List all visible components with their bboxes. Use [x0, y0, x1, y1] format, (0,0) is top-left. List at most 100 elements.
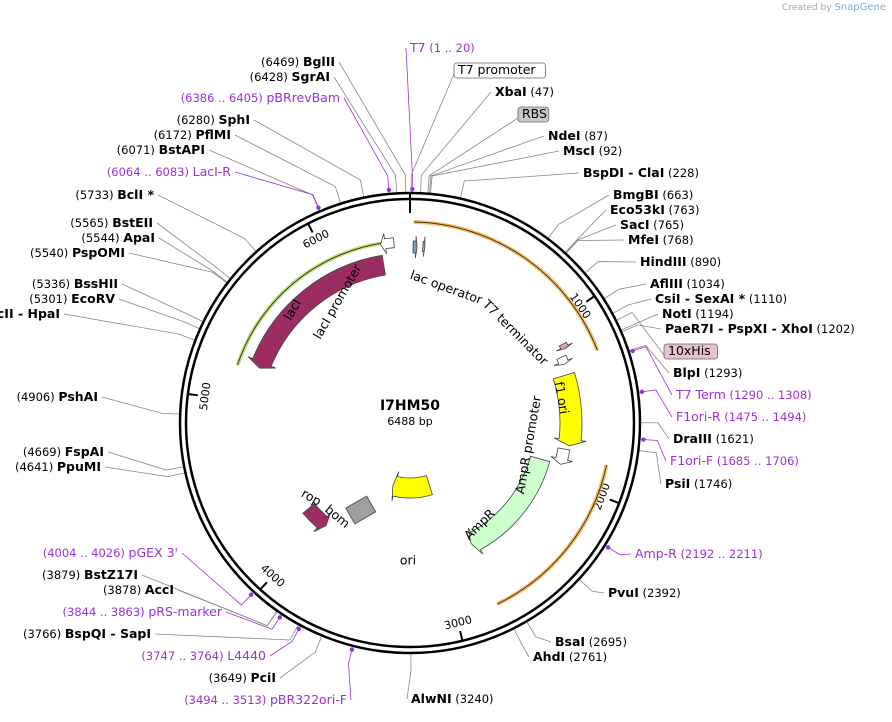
primer-laci-r[interactable]: (6064 .. 6083) LacI-R	[107, 164, 231, 179]
site-apai[interactable]: (5544) ApaI	[81, 230, 155, 245]
site-name: PpuMI	[57, 459, 101, 474]
site-bspqi-sapi[interactable]: (3766) BspQI - SapI	[23, 626, 151, 641]
site-label: CsiI - SexAI * (1110)	[655, 291, 787, 306]
boxed-label-t7-promoter[interactable]: T7 promoter	[453, 62, 546, 79]
feature-label-bom: bom	[322, 502, 353, 531]
site-position: (2761)	[565, 650, 607, 664]
primer-range: (3844 .. 3863)	[63, 605, 149, 619]
site-bsteii[interactable]: (5565) BstEII	[70, 215, 153, 230]
primer-pbr322ori-f[interactable]: (3494 .. 3513) pBR322ori-F	[184, 692, 347, 707]
site-labels[interactable]: (6469) BglII(6428) SgrAI (6280) SphI(6172…	[0, 40, 855, 707]
site-label: (3878) AccI	[103, 582, 174, 597]
site-bglii[interactable]: (6469) BglII	[261, 54, 335, 69]
site-bstapi[interactable]: (6071) BstAPI	[117, 142, 205, 157]
site-label: (5565) BstEII	[70, 215, 153, 230]
primer-marker	[630, 348, 635, 354]
site-position: (763)	[665, 203, 700, 217]
site-eco53ki[interactable]: Eco53kI (763)	[610, 202, 700, 217]
site-sphi[interactable]: (6280) SphI	[177, 112, 250, 127]
site-label: NdeI (87)	[548, 128, 608, 143]
site-hincii-hpai[interactable]: (5245) HincII - HpaI	[0, 306, 60, 321]
tick-mark	[307, 223, 314, 233]
site-saci[interactable]: SacI (765)	[620, 217, 684, 232]
site-name: BlpI	[673, 365, 700, 380]
tick-label: 6000	[301, 227, 332, 251]
site-position: (47)	[527, 85, 554, 99]
site-position: (228)	[664, 166, 699, 180]
site-ppumi[interactable]: (4641) PpuMI	[15, 459, 101, 474]
site-acci[interactable]: (3878) AccI	[103, 582, 174, 597]
primer-l4440[interactable]: (3747 .. 3764) L4440	[141, 648, 266, 663]
site-position: (1034)	[683, 277, 725, 291]
site-afliii[interactable]: AflIII (1034)	[650, 276, 725, 291]
site-label: MscI (92)	[563, 143, 622, 158]
site-position: (1202)	[813, 322, 855, 336]
primer-label: (3494 .. 3513) pBR322ori-F	[184, 692, 347, 707]
boxed-label-10xhis[interactable]: 10xHis	[663, 343, 718, 360]
tick-mark	[609, 498, 620, 505]
site-ecorv[interactable]: (5301) EcoRV	[29, 291, 115, 306]
site-name: BmgBI	[613, 187, 659, 202]
leader-line	[333, 76, 398, 194]
site-name: BstEII	[112, 215, 153, 230]
site-bmgbi[interactable]: BmgBI (663)	[613, 187, 693, 202]
site-position: (663)	[659, 188, 694, 202]
site-draiii[interactable]: DraIII (1621)	[673, 431, 754, 446]
primer-label: (3747 .. 3764) L4440	[141, 648, 266, 663]
primer-name: L4440	[227, 648, 266, 663]
site-csii-sexai[interactable]: CsiI - SexAI * (1110)	[655, 291, 787, 306]
site-pvui[interactable]: PvuI (2392)	[608, 585, 681, 600]
site-paer7i-pspxi-xhoi[interactable]: PaeR7I - PspXI - XhoI (1202)	[665, 321, 855, 336]
site-bstz17i[interactable]: (3879) BstZ17I	[42, 567, 138, 582]
site-psii[interactable]: PsiI (1746)	[665, 476, 732, 491]
leader-line	[612, 298, 652, 314]
leader-line	[177, 589, 278, 627]
site-sgrai[interactable]: (6428) SgrAI	[250, 69, 330, 84]
site-noti[interactable]: NotI (1194)	[662, 306, 734, 321]
site-bsai[interactable]: BsaI (2695)	[555, 634, 627, 649]
leader-line	[279, 635, 323, 679]
primer-t7[interactable]: T7 (1 .. 20)	[409, 40, 475, 55]
leader-line	[628, 344, 670, 374]
boxed-label-rbs[interactable]: RBS	[517, 106, 550, 123]
site-position: (1110)	[745, 292, 787, 306]
site-blpi[interactable]: BlpI (1293)	[673, 365, 742, 380]
primer-pbrrevbam[interactable]: (6386 .. 6405) pBRrevBam	[181, 90, 340, 105]
site-label: (6469) BglII	[261, 54, 335, 69]
site-msci[interactable]: MscI (92)	[563, 143, 622, 158]
primer-f1ori-f[interactable]: F1ori-F (1685 .. 1706)	[670, 453, 799, 468]
primer-label: (4004 .. 4026) pGEX 3'	[43, 545, 178, 560]
site-position: (5733)	[75, 188, 117, 202]
leader-line	[405, 47, 413, 194]
feature-label-lac-operator: lac operator	[408, 267, 485, 307]
site-label: SacI (765)	[620, 217, 684, 232]
leader-line	[638, 450, 662, 485]
site-label: (4906) PshAI	[16, 389, 98, 404]
site-pspomi[interactable]: (5540) PspOMI	[30, 245, 125, 260]
site-pshai[interactable]: (4906) PshAI	[16, 389, 98, 404]
primer-amp-r[interactable]: Amp-R (2192 .. 2211)	[635, 546, 763, 561]
site-ahdi[interactable]: AhdI (2761)	[533, 649, 607, 664]
site-xbai[interactable]: XbaI (47)	[495, 84, 554, 99]
primer-prs-marker[interactable]: (3844 .. 3863) pRS-marker	[63, 604, 223, 619]
site-label: Eco53kI (763)	[610, 202, 700, 217]
leader-line	[234, 171, 321, 212]
site-fspai[interactable]: (4669) FspAI	[23, 444, 104, 459]
site-alwni[interactable]: AlwNI (3240)	[411, 691, 494, 706]
feature-bom	[345, 495, 377, 525]
site-bspdi-clai[interactable]: BspDI - ClaI (228)	[583, 165, 699, 180]
site-hindiii[interactable]: HindIII (890)	[640, 254, 721, 269]
site-pcii[interactable]: (3649) PciI	[209, 670, 276, 685]
site-ndei[interactable]: NdeI (87)	[548, 128, 608, 143]
primer-pgex-3[interactable]: (4004 .. 4026) pGEX 3'	[43, 545, 178, 560]
primer-f1ori-r[interactable]: F1ori-R (1475 .. 1494)	[676, 409, 806, 424]
site-mfei[interactable]: MfeI (768)	[628, 232, 694, 247]
tick-mark	[459, 630, 464, 642]
site-pflmi[interactable]: (6172) PflMI	[154, 127, 231, 142]
site-name: PaeR7I - PspXI - XhoI	[665, 321, 813, 336]
site-bcli[interactable]: (5733) BclI *	[75, 187, 154, 202]
leader-line	[564, 209, 607, 254]
site-label: (6071) BstAPI	[117, 142, 205, 157]
site-bsshii[interactable]: (5336) BssHII	[32, 276, 118, 291]
primer-t7-term[interactable]: T7 Term (1290 .. 1308)	[675, 387, 812, 402]
